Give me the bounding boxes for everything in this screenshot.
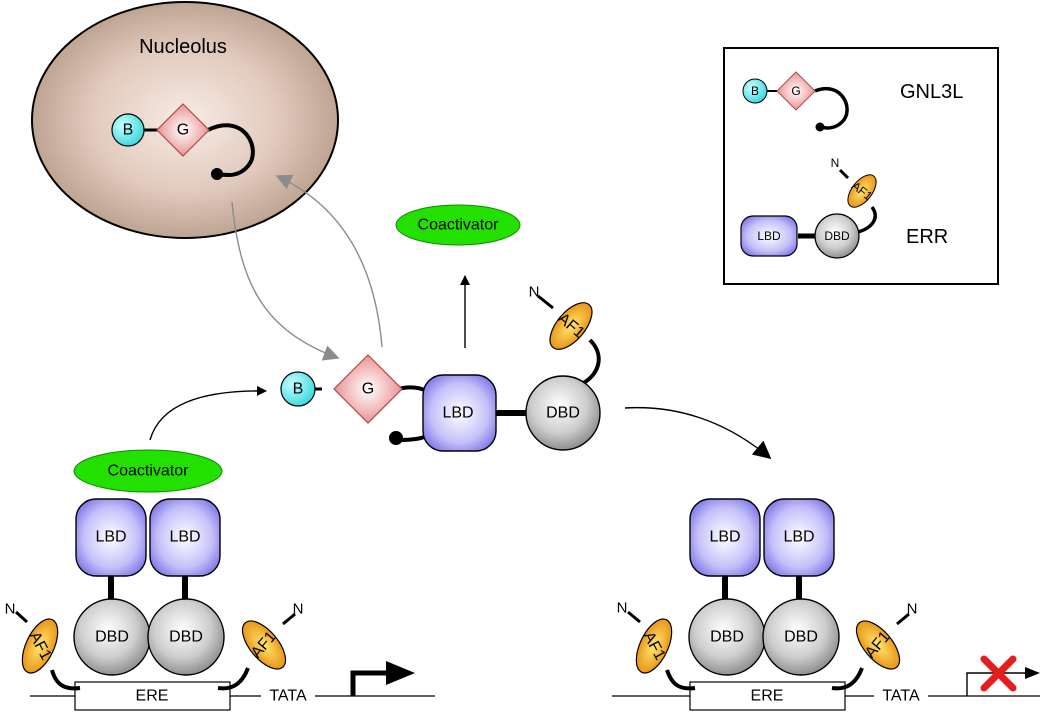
legend-g-domain bbox=[776, 71, 816, 111]
af1-right-2 bbox=[855, 620, 901, 670]
arrow-to-repressed bbox=[624, 406, 772, 460]
legend-g-label: G bbox=[791, 84, 800, 98]
gnl3l-err-complex: LBD DBD AF1 N G B bbox=[280, 284, 601, 452]
tata-label-left: TATA bbox=[269, 688, 307, 705]
nucleolus-label: Nucleolus bbox=[139, 36, 227, 58]
lbd-right-1-label: LBD bbox=[709, 529, 740, 546]
n-left-2-label: N bbox=[293, 601, 304, 618]
lbd-right-2 bbox=[763, 498, 835, 577]
coactivator-released: Coactivator bbox=[395, 204, 521, 246]
af1-left-2 bbox=[241, 620, 287, 670]
legend-dbd bbox=[814, 213, 860, 259]
ere-box-left bbox=[74, 681, 231, 711]
legend-gnl3l-label: GNL3L bbox=[900, 81, 963, 103]
transcription-start-arrow bbox=[350, 661, 415, 696]
b-domain bbox=[111, 113, 145, 147]
lbd-right-2-label: LBD bbox=[783, 529, 814, 546]
lbd-central-label: LBD bbox=[442, 405, 473, 422]
inhibit-x-mark bbox=[980, 655, 1017, 692]
gnl3l-nucleolus: G B bbox=[111, 103, 255, 180]
af1-linker bbox=[579, 338, 601, 387]
legend-b-label: B bbox=[751, 84, 759, 98]
legend-b-domain bbox=[742, 78, 768, 104]
active-promoter: ERE TATA LBD LBD DBD DBD AF1 N AF1 N bbox=[5, 449, 435, 711]
legend-n-label: N bbox=[831, 156, 840, 170]
dbd-right-1-label: DBD bbox=[710, 629, 744, 646]
coactivator-label: Coactivator bbox=[418, 217, 500, 234]
af1-central bbox=[549, 302, 593, 350]
arrow-nucleolus-exit bbox=[231, 201, 340, 361]
g-domain-label: G bbox=[177, 122, 189, 139]
dbd-right-2 bbox=[762, 598, 840, 676]
dbd-right-2-label: DBD bbox=[784, 629, 818, 646]
legend-lbd bbox=[740, 215, 798, 257]
ere-label-left: ERE bbox=[136, 688, 169, 705]
lbd-left-2 bbox=[149, 498, 221, 577]
b-domain-label: B bbox=[123, 122, 134, 139]
n-right-1-label: N bbox=[617, 600, 628, 617]
legend-gnl3l: G B GNL3L bbox=[742, 71, 963, 132]
ere-box-right bbox=[689, 681, 846, 711]
arrow-nucleolus-entry bbox=[275, 174, 383, 348]
n-right-2-label: N bbox=[907, 601, 918, 618]
af1-right-1 bbox=[635, 618, 673, 674]
legend-dbd-label: DBD bbox=[824, 229, 850, 243]
g-domain-central-label: G bbox=[362, 381, 374, 398]
tata-label-right: TATA bbox=[882, 688, 920, 705]
gnl3l-tail-end bbox=[211, 168, 223, 180]
legend-af1 bbox=[847, 174, 877, 208]
dbd-left-2 bbox=[147, 598, 225, 676]
coactivator-ellipse bbox=[395, 204, 521, 246]
transcription-start-arrow-thin bbox=[966, 667, 1040, 696]
legend-box: G B GNL3L LBD DBD AF1 N ERR bbox=[723, 47, 999, 285]
gnl3l-tail bbox=[207, 123, 255, 178]
coactivator-bound bbox=[73, 449, 223, 493]
legend-err-label: ERR bbox=[906, 226, 948, 248]
dbd-left-1-label: DBD bbox=[95, 629, 129, 646]
lbd-left-2-label: LBD bbox=[169, 529, 200, 546]
dbd-left-2-label: DBD bbox=[169, 629, 203, 646]
gnl3l-tail-end-central bbox=[389, 431, 403, 445]
lbd-central bbox=[422, 374, 497, 452]
b-domain-central bbox=[280, 371, 316, 407]
legend-err: LBD DBD AF1 N ERR bbox=[740, 156, 948, 259]
coactivator-bound-label: Coactivator bbox=[108, 463, 190, 480]
n-left-1-label: N bbox=[5, 601, 16, 618]
ere-label-right: ERE bbox=[751, 688, 784, 705]
nucleolus: Nucleolus G B bbox=[31, 1, 339, 239]
legend-lbd-label: LBD bbox=[757, 229, 781, 243]
lbd-right-1 bbox=[689, 498, 761, 577]
dbd-central bbox=[525, 375, 601, 451]
af1-left-1 bbox=[21, 618, 59, 674]
b-domain-central-label: B bbox=[293, 381, 304, 398]
repressed-promoter: ERE TATA LBD LBD DBD DBD AF1 N bbox=[612, 498, 1040, 711]
dbd-central-label: DBD bbox=[546, 405, 580, 422]
g-domain-central bbox=[333, 354, 403, 424]
arrow-gnl3l-binding bbox=[149, 385, 267, 441]
lbd-left-1 bbox=[75, 498, 147, 577]
lbd-left-1-label: LBD bbox=[95, 529, 126, 546]
n-central-label: N bbox=[529, 284, 540, 301]
g-domain bbox=[156, 103, 210, 157]
